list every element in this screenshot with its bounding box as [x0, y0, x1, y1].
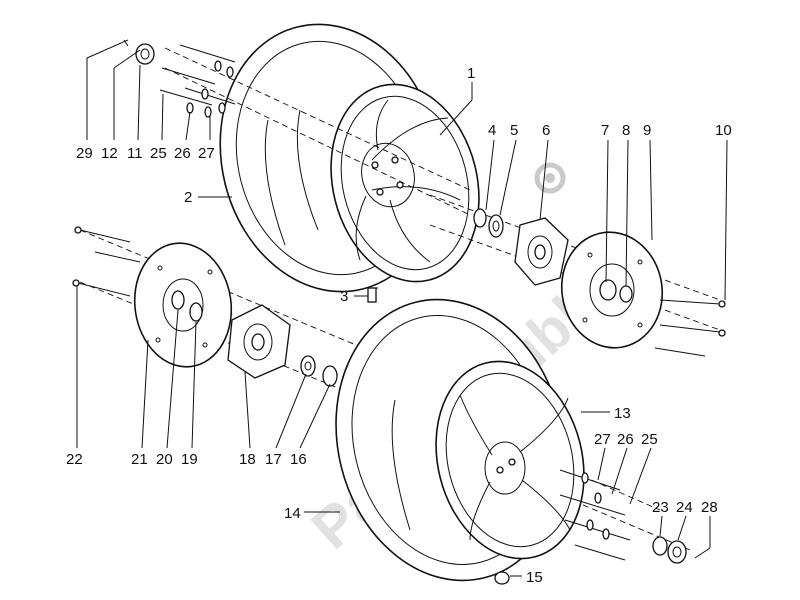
upper-brake-disc — [560, 231, 664, 349]
callout-27-lower: 27 — [594, 431, 611, 448]
valve-cap — [494, 571, 510, 585]
callout-25: 25 — [150, 145, 167, 162]
callout-26: 26 — [174, 145, 191, 162]
upper-bolt-set — [159, 44, 236, 118]
callout-28: 28 — [701, 499, 718, 516]
callout-1: 1 — [467, 65, 475, 82]
upper-wheel — [219, 23, 480, 293]
callout-7: 7 — [601, 122, 609, 139]
lower-rim — [435, 360, 585, 560]
lower-brake-disc — [133, 242, 233, 368]
callout-6: 6 — [542, 122, 550, 139]
gear-icon — [534, 162, 566, 194]
upper-brake-hub — [514, 217, 569, 286]
lower-disc-bolts — [72, 226, 141, 297]
callout-25-lower: 25 — [641, 431, 658, 448]
callout-9: 9 — [643, 122, 651, 139]
callout-24: 24 — [676, 499, 693, 516]
callout-4: 4 — [488, 122, 496, 139]
callout-11: 11 — [127, 145, 143, 162]
callout-21: 21 — [131, 451, 148, 468]
callout-5: 5 — [510, 122, 518, 139]
callout-13: 13 — [614, 405, 631, 422]
callout-26-lower: 26 — [617, 431, 634, 448]
callout-10: 10 — [715, 122, 732, 139]
upper-spacer-nut — [123, 39, 155, 65]
upper-rim — [330, 83, 480, 283]
callout-29: 29 — [76, 145, 93, 162]
callout-20: 20 — [156, 451, 173, 468]
callouts: 29 12 11 25 26 27 1 2 3 4 5 6 7 8 9 10 — [66, 39, 732, 586]
lower-brake-hub — [227, 304, 291, 379]
upper-disc-bolts — [654, 299, 726, 357]
callout-17: 17 — [265, 451, 282, 468]
axle-bolt — [366, 287, 378, 303]
callout-3: 3 — [340, 288, 348, 305]
callout-8: 8 — [622, 122, 630, 139]
callout-18: 18 — [239, 451, 256, 468]
lower-bearing-set — [300, 355, 338, 387]
lower-bolt-set — [559, 469, 631, 561]
callout-19: 19 — [181, 451, 198, 468]
callout-12: 12 — [101, 145, 118, 162]
upper-bearing-set — [473, 208, 504, 238]
lower-spacer-nut — [652, 536, 687, 564]
callout-16: 16 — [290, 451, 307, 468]
callout-15: 15 — [526, 569, 543, 586]
callout-27: 27 — [198, 145, 215, 162]
callout-23: 23 — [652, 499, 669, 516]
callout-22: 22 — [66, 451, 83, 468]
callout-14: 14 — [284, 505, 301, 522]
callout-2: 2 — [184, 189, 192, 206]
lower-wheel — [335, 298, 585, 582]
